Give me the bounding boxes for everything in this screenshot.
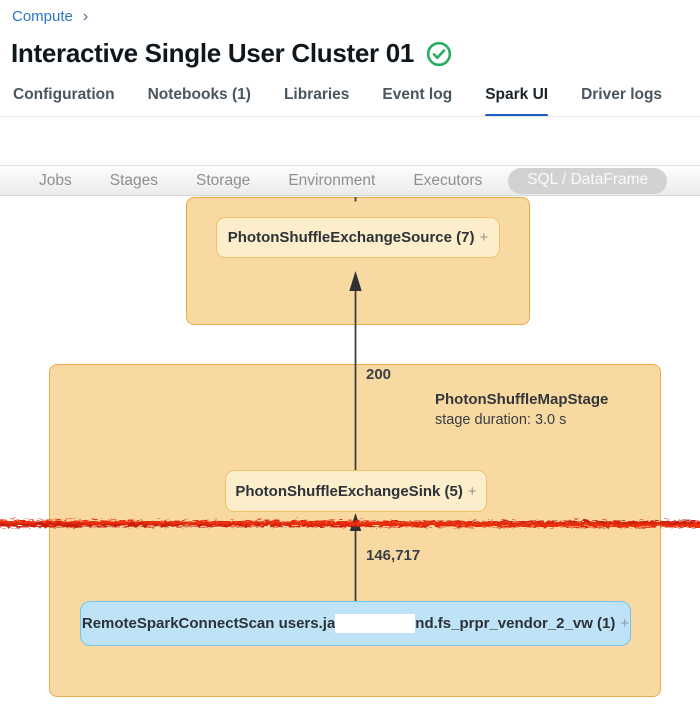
- tab-event-log[interactable]: Event log: [382, 86, 453, 103]
- edge-row-count-146717: 146,717: [366, 547, 421, 564]
- tab-notebooks[interactable]: Notebooks (1): [147, 86, 251, 103]
- tab-configuration[interactable]: Configuration: [13, 86, 115, 103]
- expand-plus-icon[interactable]: +: [479, 229, 489, 246]
- spark-nav-storage[interactable]: Storage: [196, 171, 251, 189]
- spark-nav-sql-dataframe-selected[interactable]: SQL / DataFrame: [508, 167, 668, 194]
- node-label: PhotonShuffleExchangeSource (7): [227, 229, 475, 246]
- breadcrumb-separator-icon: ›: [82, 7, 89, 25]
- spark-nav-jobs[interactable]: Jobs: [39, 171, 72, 189]
- title-row: Interactive Single User Cluster 01: [11, 38, 452, 69]
- breadcrumb: Compute ›: [12, 8, 88, 25]
- redaction-box: [335, 614, 416, 633]
- spark-nav-environment[interactable]: Environment: [288, 171, 376, 189]
- spark-ui-navbar: Jobs Stages Storage Environment Executor…: [0, 165, 700, 196]
- node-label-prefix: RemoteSparkConnectScan users.ja: [81, 615, 336, 632]
- tab-spark-ui[interactable]: Spark UI: [485, 86, 548, 117]
- breadcrumb-compute-link[interactable]: Compute: [12, 8, 73, 25]
- expand-plus-icon[interactable]: +: [620, 615, 630, 632]
- node-label: PhotonShuffleExchangeSink (5): [235, 482, 463, 500]
- stage-meta: PhotonShuffleMapStage stage duration: 3.…: [435, 391, 608, 428]
- cluster-tabs: Configuration Notebooks (1) Libraries Ev…: [13, 86, 662, 117]
- stage-duration: stage duration: 3.0 s: [435, 412, 567, 428]
- node-photon-shuffle-exchange-source[interactable]: PhotonShuffleExchangeSource (7) +: [216, 217, 500, 258]
- tabs-divider: [0, 116, 700, 117]
- stage-name: PhotonShuffleMapStage: [435, 391, 609, 408]
- page-title: Interactive Single User Cluster 01: [11, 38, 415, 68]
- node-photon-shuffle-exchange-sink[interactable]: PhotonShuffleExchangeSink (5) +: [225, 470, 487, 512]
- expand-plus-icon[interactable]: +: [467, 482, 477, 500]
- spark-nav-executors[interactable]: Executors: [413, 171, 483, 189]
- node-remote-spark-connect-scan[interactable]: RemoteSparkConnectScan users.ja nd.fs_prp…: [80, 601, 631, 646]
- node-label-suffix: nd.fs_prpr_vendor_2_vw (1): [415, 615, 616, 632]
- tab-driver-logs[interactable]: Driver logs: [581, 86, 663, 103]
- verified-check-circle-icon: [426, 41, 452, 67]
- tab-libraries[interactable]: Libraries: [283, 86, 350, 103]
- edge-row-count-200: 200: [366, 366, 392, 383]
- spark-nav-stages[interactable]: Stages: [109, 171, 159, 189]
